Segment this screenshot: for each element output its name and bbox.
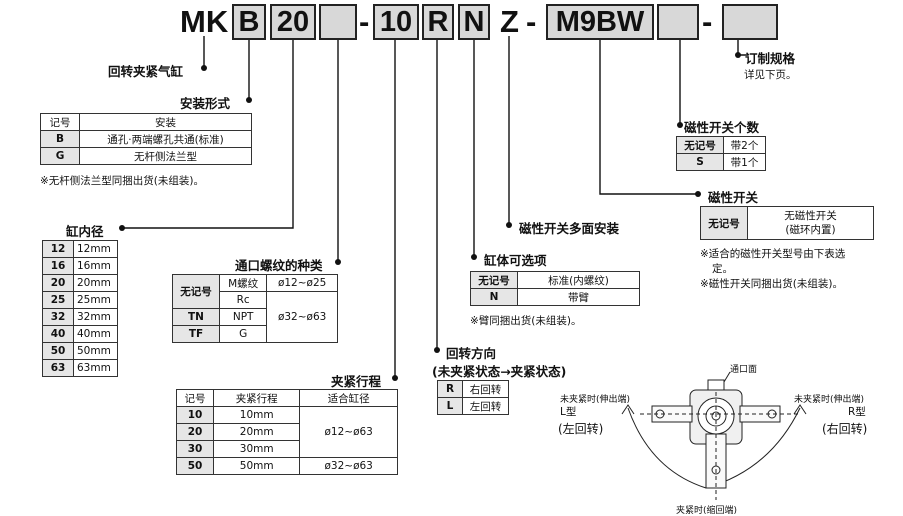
- code-box-stroke: 10: [373, 4, 419, 40]
- drawing-right-state: 未夹紧时(伸出端): [794, 395, 865, 405]
- drawing-left-type: L型: [560, 406, 577, 418]
- label-multi: 磁性开关多面安装: [519, 221, 620, 236]
- label-stroke: 夹紧行程: [331, 374, 382, 389]
- switch-note-2: 定。: [712, 263, 733, 275]
- code-box-bore: 20: [270, 4, 316, 40]
- code-box-custom: [722, 4, 778, 40]
- label-bore: 缸内径: [66, 224, 104, 239]
- drawing-bottom: 夹紧时(缩回端): [676, 506, 738, 516]
- code-box-body: N: [458, 4, 490, 40]
- label-body: 缸体可选项: [484, 253, 547, 268]
- code-dash-3: -: [702, 4, 713, 39]
- label-custom-note: 详见下页。: [744, 69, 797, 81]
- code-dash-2: -: [526, 4, 537, 39]
- code-box-switch: M9BW: [546, 4, 654, 40]
- code-z: Z: [500, 4, 519, 39]
- label-rotate-2: (未夹紧状态→夹紧状态): [432, 364, 567, 379]
- drawing-left-dir: (左回转): [558, 422, 604, 436]
- code-mk: MK: [180, 4, 229, 39]
- code-box-port: [319, 4, 357, 40]
- label-custom: 订制规格: [745, 51, 796, 66]
- mount-note: ※无杆侧法兰型同捆出货(未组装)。: [40, 175, 204, 187]
- label-switch: 磁性开关: [708, 190, 759, 205]
- label-mount: 安装形式: [180, 96, 231, 111]
- drawing-right-type: R型: [848, 406, 866, 418]
- label-port: 通口螺纹的种类: [235, 258, 323, 273]
- drawing-left-state: 未夹紧时(伸出端): [560, 395, 631, 405]
- drawing-right-dir: (右回转): [822, 422, 868, 436]
- body-note: ※臂同捆出货(未组装)。: [470, 315, 582, 327]
- code-box-rotate: R: [422, 4, 454, 40]
- code-dash-1: -: [359, 4, 370, 39]
- label-cylinder: 回转夹紧气缸: [108, 64, 184, 79]
- drawing-port-face: 通口面: [730, 365, 758, 375]
- switch-note-3: ※磁性开关同捆出货(未组装)。: [700, 278, 843, 290]
- label-sw-qty: 磁性开关个数: [684, 120, 760, 135]
- code-box-mount: B: [232, 4, 266, 40]
- label-rotate-1: 回转方向: [446, 346, 497, 361]
- switch-table: 无记号 无磁性开关(磁环内置): [700, 206, 874, 240]
- code-box-qty: [657, 4, 699, 40]
- switch-note-1: ※适合的磁性开关型号由下表选: [700, 248, 846, 260]
